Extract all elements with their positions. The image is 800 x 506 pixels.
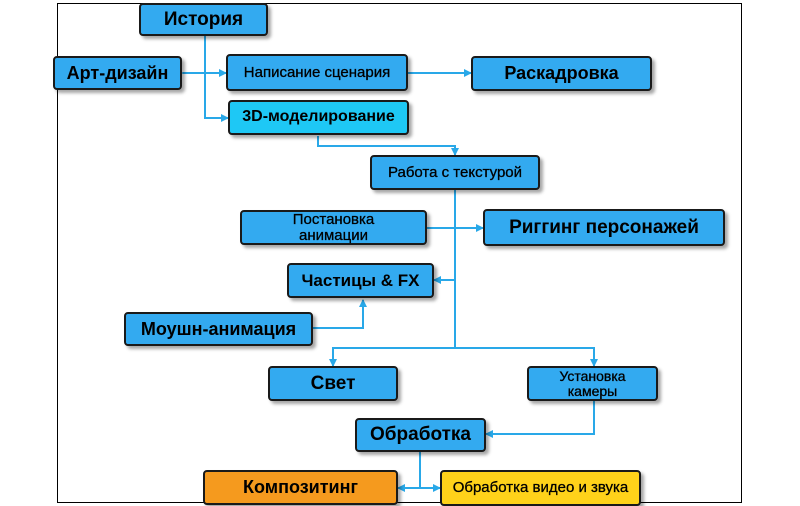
node-rigging: Риггинг персонажей	[483, 209, 725, 246]
node-art-design: Арт-дизайн	[53, 56, 182, 90]
node-camera-setup: Установка камеры	[527, 366, 658, 401]
edge-trunk-lighting	[329, 347, 455, 367]
node-lighting: Свет	[268, 366, 398, 401]
edge-trunk-camera	[455, 347, 598, 367]
edge-camera-processing	[485, 400, 595, 438]
node-scriptwriting: Написание сценария	[226, 54, 408, 91]
node-particles-fx: Частицы & FX	[287, 263, 434, 298]
node-compositing: Композитинг	[203, 470, 398, 505]
node-processing: Обработка	[355, 418, 486, 452]
edge-story-trunk	[204, 36, 229, 122]
node-3d-modeling: 3D-моделирование	[228, 100, 409, 135]
node-storyboard: Раскадровка	[471, 56, 652, 91]
node-story: История	[139, 3, 268, 36]
edge-motion-particles	[313, 299, 367, 329]
diagram-frame	[57, 3, 742, 503]
node-motion-animation: Моушн-анимация	[124, 312, 313, 346]
node-video-audio: Обработка видео и звука	[440, 470, 641, 506]
node-animation-setup: Постановка анимации	[240, 210, 427, 245]
edge-modeling-texturing	[317, 136, 459, 156]
node-texturing: Работа с текстурой	[370, 155, 540, 190]
